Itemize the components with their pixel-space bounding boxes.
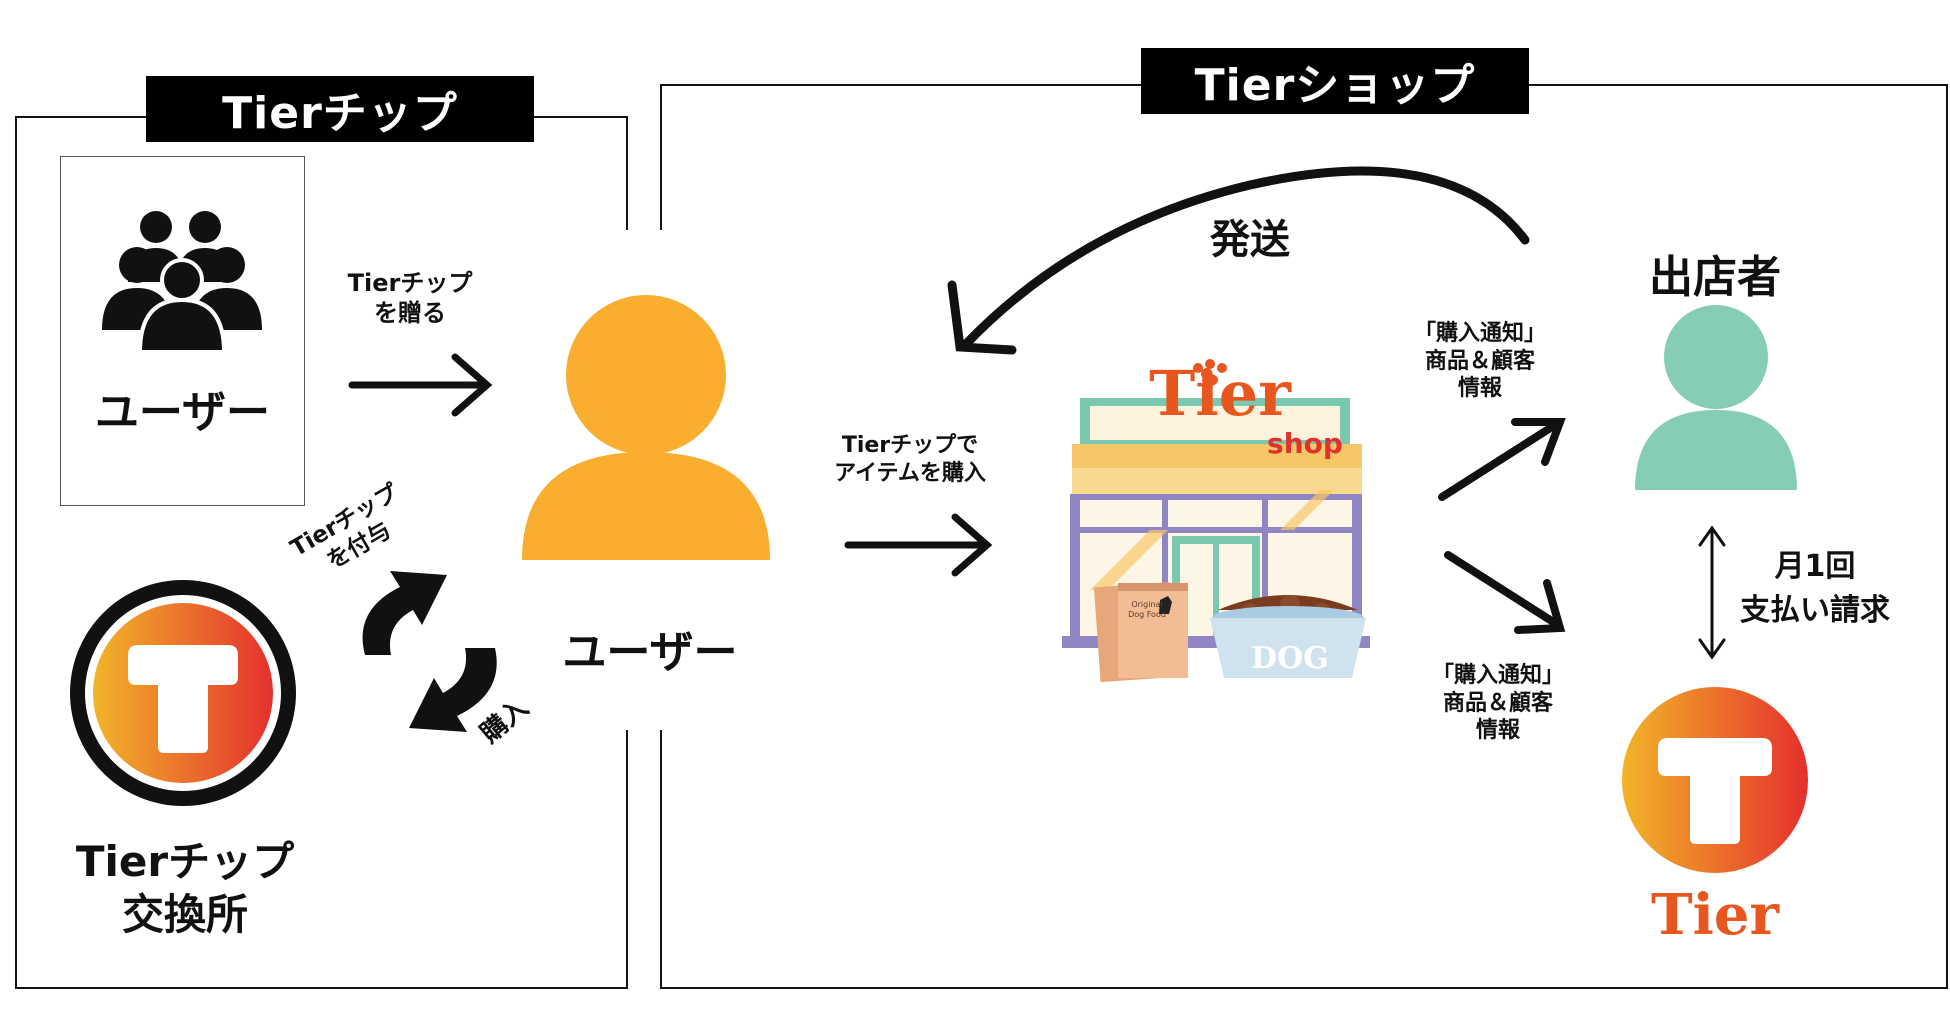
user-label: ユーザー [562, 627, 738, 678]
paw-icon [1193, 359, 1227, 386]
shop-sign-sub: shop [1267, 427, 1343, 460]
bag-label: Original Dog Food [1128, 600, 1166, 619]
gift-label: Tierチップ を贈る [347, 269, 473, 327]
notice-bottom-label: 「購入通知」 商品＆顧客 情報 [1431, 663, 1564, 743]
ship-arrow [947, 166, 1530, 355]
tier-shop-title: Tierショップ [1141, 48, 1529, 114]
bowl-label: DOG [1251, 641, 1329, 676]
tier-logo-icon [1622, 687, 1808, 873]
shop-sign-text: Tier [1149, 357, 1291, 430]
buy-arrow [844, 513, 993, 577]
grant-arrow [362, 571, 447, 655]
user-group-label: ユーザー [94, 387, 271, 438]
seller-icon [1635, 305, 1797, 490]
exchange-logo-icon [70, 580, 296, 806]
buy-label: Tierチップで アイテムを購入 [834, 433, 986, 486]
notify-tier-arrow [1444, 551, 1566, 634]
notify-seller-arrow [1438, 418, 1566, 501]
ship-label: 発送 [1210, 217, 1290, 263]
exchange-label: Tierチップ 交換所 [75, 837, 295, 939]
billing-double-arrow [1698, 525, 1726, 660]
billing-label: 月1回 支払い請求 [1740, 549, 1890, 628]
tier-chip-title: Tierチップ [146, 76, 534, 142]
shop-icon [1062, 398, 1370, 683]
user-group-icon [102, 211, 262, 354]
tier-logo-text: Tier [1650, 882, 1780, 948]
notice-top-label: 「購入通知」 商品＆顧客 情報 [1413, 321, 1546, 401]
seller-label: 出店者 [1649, 252, 1781, 303]
gift-arrow [348, 353, 493, 417]
purchase-arrow [409, 648, 497, 732]
user-icon [522, 295, 770, 560]
